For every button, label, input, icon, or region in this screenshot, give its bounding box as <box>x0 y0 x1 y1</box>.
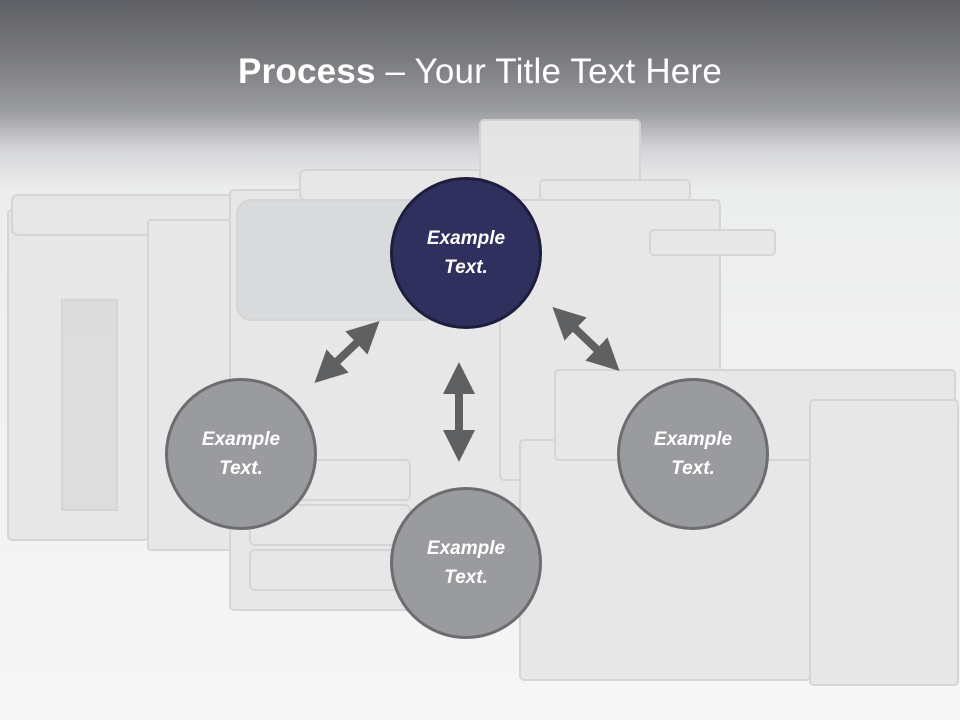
process-node-right: Example Text. <box>617 378 769 530</box>
node-label: Example Text. <box>201 429 281 479</box>
arrow-top-right <box>552 306 620 372</box>
node-label: Example Text. <box>426 538 506 588</box>
arrow-top-left <box>314 320 380 384</box>
process-node-top: Example Text. <box>390 177 542 329</box>
node-label: Example Text. <box>426 228 506 278</box>
title-bold: Process <box>238 52 376 91</box>
process-node-bottom: Example Text. <box>390 487 542 639</box>
title-rest: – Your Title Text Here <box>375 52 722 91</box>
node-label: Example Text. <box>653 429 733 479</box>
slide-title: Process – Your Title Text Here <box>0 52 960 92</box>
process-node-left: Example Text. <box>165 378 317 530</box>
